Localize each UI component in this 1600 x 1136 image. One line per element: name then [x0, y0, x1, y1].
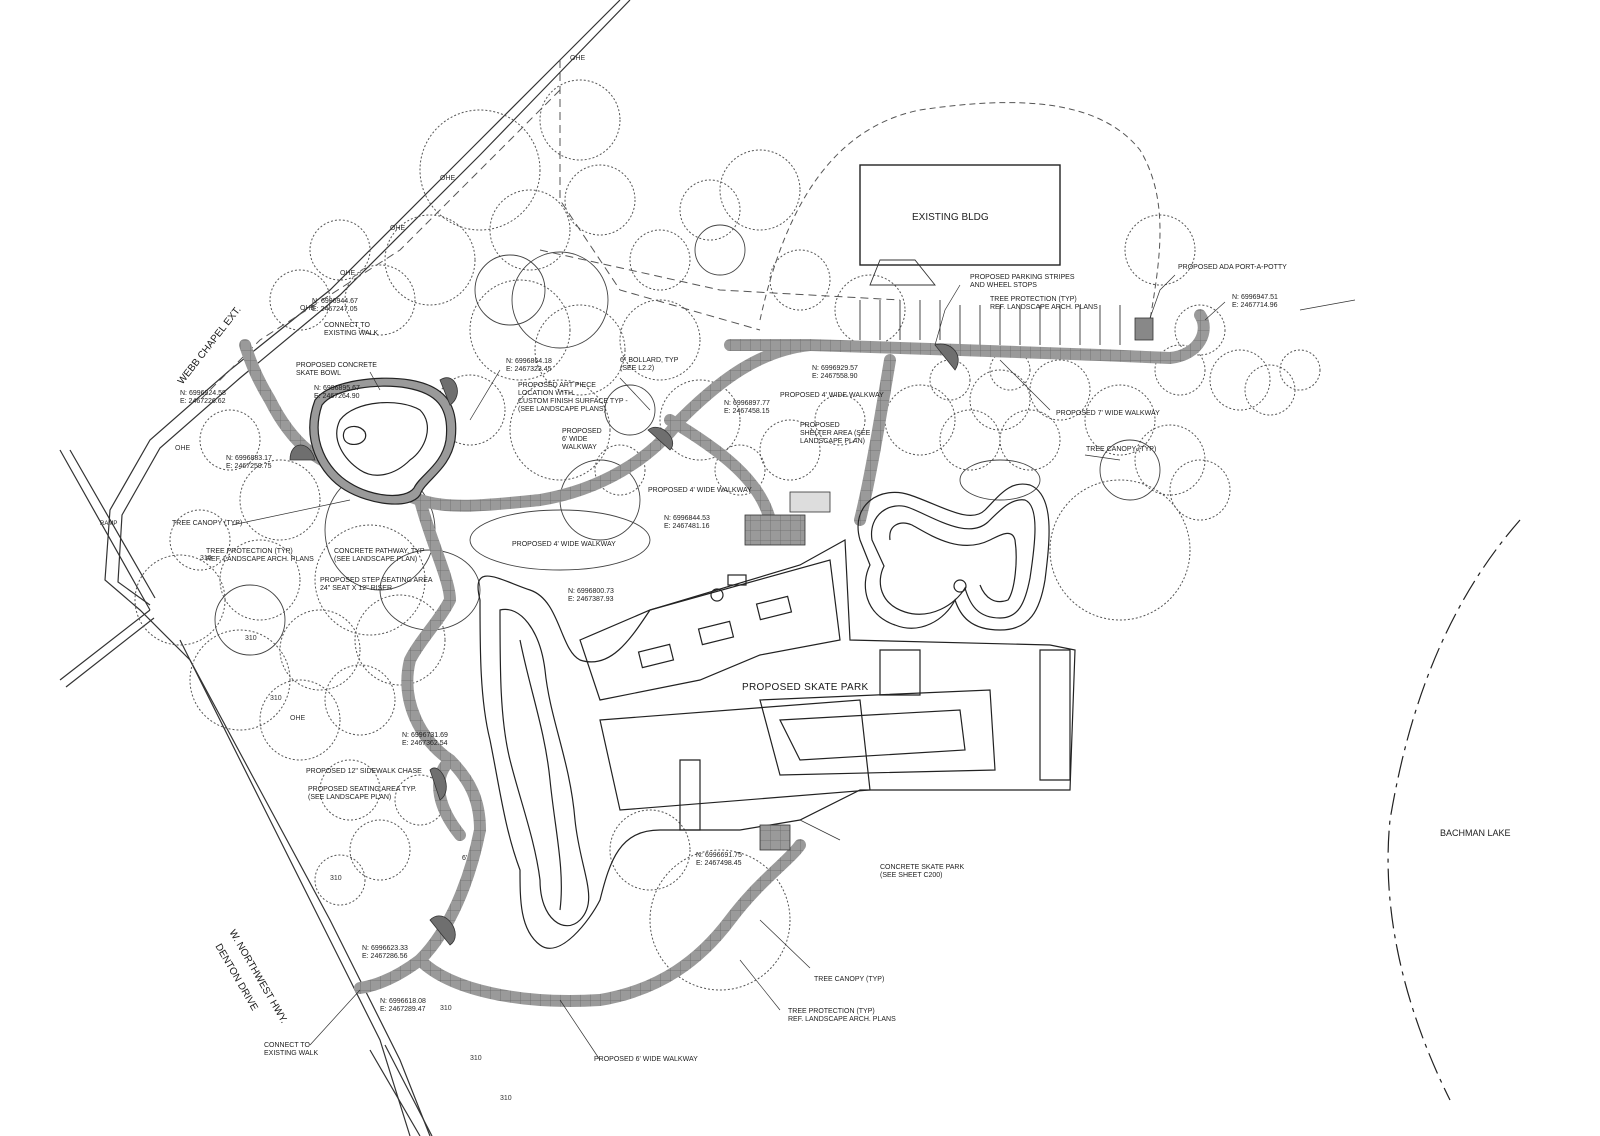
coordinate-s2: N: 6996618.08 E: 2467289.47 — [380, 998, 426, 1013]
walkway-4-c-label: PROPOSED 4' WIDE WALKWAY — [512, 541, 616, 548]
parking-stripes-label: PROPOSED PARKING STRIPES AND WHEEL STOPS — [970, 274, 1075, 289]
walkway-7-label: PROPOSED 7' WIDE WALKWAY — [1056, 410, 1160, 417]
walkway-6-bottom-label: PROPOSED 6' WIDE WALKWAY — [594, 1056, 698, 1063]
connect-walk-top-label: CONNECT TO EXISTING WALK — [324, 322, 379, 337]
line-310-mark: 310 — [270, 695, 282, 702]
connect-walk-bottom-label: CONNECT TO EXISTING WALK — [264, 1042, 319, 1057]
skate-park-label: PROPOSED SKATE PARK — [742, 682, 869, 693]
road-lines — [59, 0, 631, 1136]
coordinate-w1: N: 6996924.58 E: 2467226.62 — [180, 390, 226, 405]
ada-potty-label: PROPOSED ADA PORT-A-POTTY — [1178, 264, 1287, 271]
ramp-label: RAMP — [100, 521, 118, 527]
art-piece-label: PROPOSED ART PIECE LOCATION WITH CUSTOM … — [518, 382, 628, 413]
step-seating-label: PROPOSED STEP SEATING AREA 24" SEAT X 12… — [320, 577, 433, 592]
ohe-mark: OHE — [570, 55, 586, 62]
tree-protection-ellipses — [214, 224, 1161, 656]
skate-bowl-east — [857, 483, 1050, 631]
utility-markers: OHE OHE OHE OHE OHE OHE OHE 310 310 310 … — [175, 55, 586, 1102]
ohe-mark: OHE — [340, 270, 356, 277]
existing-building-label: EXISTING BLDG — [912, 212, 989, 223]
coordinate-c2: N: 6996897.77 E: 2467458.15 — [724, 400, 770, 415]
dimension-6ft: 6' — [462, 855, 468, 862]
line-310-mark: 310 — [470, 1055, 482, 1062]
concrete-skate-park-label: CONCRETE SKATE PARK (SEE SHEET C200) — [880, 864, 965, 879]
walkway-4-a-label: PROPOSED 4' WIDE WALKWAY — [780, 392, 884, 399]
skate-park-layout — [477, 539, 1076, 949]
overhead-electric-line — [199, 60, 901, 401]
lake-label: BACHMAN LAKE — [1440, 828, 1511, 838]
coordinate-c1: N: 6996929.57 E: 2467558.90 — [812, 365, 858, 380]
coordinate-s1: N: 6996623.33 E: 2467286.56 — [362, 945, 408, 960]
coordinate-art: N: 6996864.18 E: 2467323.45 — [506, 358, 552, 373]
concrete-bowl-label: PROPOSED CONCRETE SKATE BOWL — [296, 362, 377, 377]
tree-canopy-circles — [134, 79, 1321, 991]
ohe-mark: OHE — [440, 175, 456, 182]
coordinate-c5: N: 6996731.69 E: 2467362.54 — [402, 732, 448, 747]
line-310-mark: 310 — [440, 1005, 452, 1012]
walkway-6-mid-label: PROPOSED 6' WIDE WALKWAY — [562, 428, 602, 451]
ohe-mark: OHE — [390, 225, 406, 232]
tree-canopy-right-label: TREE CANOPY (TYP) — [1086, 446, 1157, 453]
coordinate-w2: N: 6996883.17 E: 2467259.75 — [226, 455, 272, 470]
existing-building — [859, 164, 1061, 266]
sidewalk-chase-label: PROPOSED 12" SIDEWALK CHASE — [306, 768, 422, 775]
leader-lines — [231, 274, 1356, 1061]
parking-stalls — [859, 259, 1121, 345]
bollard-label: 6" BOLLARD, TYP (SEE L2.2) — [620, 357, 679, 372]
dashed-boundary — [759, 102, 1161, 321]
line-310-mark: 310 — [330, 875, 342, 882]
line-310-mark: 310 — [245, 635, 257, 642]
concrete-pathway-label: CONCRETE PATHWAY, TYP (SEE LANDSCAPE PLA… — [334, 548, 425, 563]
coordinate-nw1: N: 6996944.67 E: 2467247.05 — [312, 298, 358, 313]
tree-protection-bottom-label: TREE PROTECTION (TYP) REF. LANDSCAPE ARC… — [788, 1008, 896, 1023]
line-310-mark: 310 — [200, 555, 212, 562]
coordinate-c4: N: 6996800.73 E: 2467387.93 — [568, 588, 614, 603]
coordinate-bowl: N: 6996895.67 E: 2467264.90 — [314, 385, 360, 400]
coordinate-c3: N: 6996844.53 E: 2467481.16 — [664, 515, 710, 530]
tree-protection-left-label: TREE PROTECTION (TYP) REF. LANDSCAPE ARC… — [206, 548, 314, 563]
line-310-mark: 310 — [500, 1095, 512, 1102]
tree-canopy-bottom-label: TREE CANOPY (TYP) — [814, 976, 885, 983]
ohe-mark: OHE — [175, 445, 191, 452]
seating-area-label: PROPOSED SEATING AREA TYP. (SEE LANDSCAP… — [308, 786, 417, 801]
tree-canopy-left-label: TREE CANOPY (TYP) — [172, 520, 243, 527]
skate-bowl-northwest — [309, 377, 457, 505]
tree-protection-top-label: TREE PROTECTION (TYP) REF. LANDSCAPE ARC… — [990, 296, 1098, 311]
lake-edge — [1387, 519, 1521, 1101]
ohe-mark: OHE — [290, 715, 306, 722]
seating-areas — [289, 343, 959, 946]
coordinate-c6: N: 6996691.75 E: 2467498.45 — [696, 852, 742, 867]
coordinate-ne: N: 6996947.51 E: 2467714.96 — [1232, 294, 1278, 309]
shelter-hatch — [744, 317, 1154, 851]
ohe-mark: OHE — [300, 305, 316, 312]
shelter-label: PROPOSED SHELTER AREA (SEE LANDSCAPE PLA… — [800, 422, 871, 445]
walkway-4-b-label: PROPOSED 4' WIDE WALKWAY — [648, 487, 752, 494]
